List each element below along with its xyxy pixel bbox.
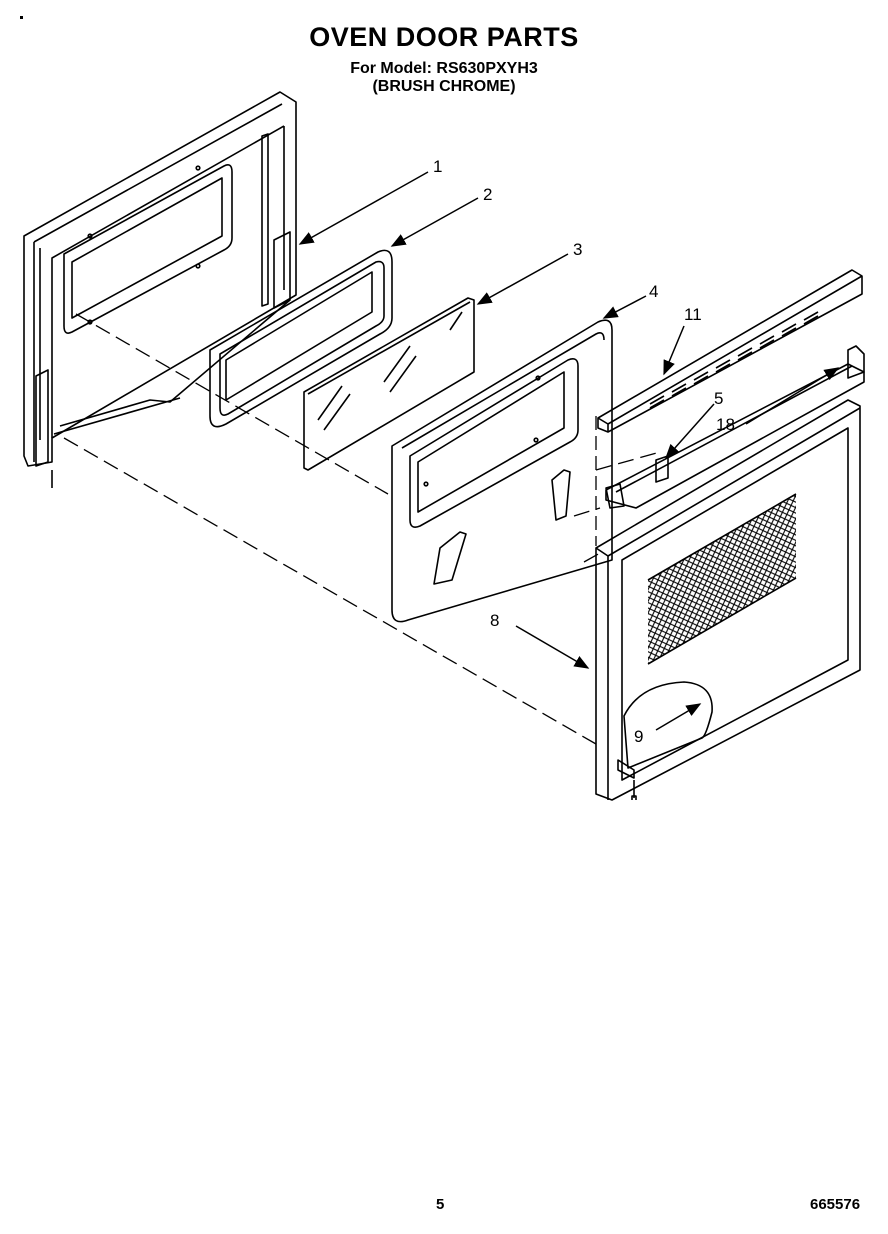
callout-9: 9 [634, 727, 643, 746]
leader-arrows [298, 171, 840, 731]
callout-4: 4 [649, 282, 658, 301]
part-vent-trim [597, 269, 863, 433]
page-number: 5 [436, 1196, 445, 1213]
callout-5: 5 [714, 389, 723, 408]
callout-8: 8 [490, 611, 499, 630]
callout-3: 3 [573, 240, 582, 259]
corner-mark [20, 16, 23, 19]
page-title: OVEN DOOR PARTS [309, 22, 579, 52]
part-inner-glass [303, 297, 475, 471]
finish-line: (BRUSH CHROME) [372, 78, 516, 95]
model-line: For Model: RS630PXYH3 [350, 60, 538, 77]
part-bottom-trim [623, 681, 713, 769]
part-door-gasket [209, 249, 393, 428]
callout-18: 18 [716, 415, 735, 434]
part-door-liner [391, 319, 613, 623]
callout-2: 2 [483, 185, 492, 204]
part-hinge-bar [605, 345, 865, 509]
callout-11: 11 [684, 305, 702, 324]
callout-1: 1 [433, 157, 442, 176]
callout-labels: 1 2 3 4 11 5 18 8 9 [433, 157, 735, 746]
document-number: 665576 [810, 1196, 861, 1213]
part-outer-door-panel [595, 399, 861, 801]
alignment-lines [63, 313, 661, 745]
part-inner-door-frame [23, 91, 297, 488]
